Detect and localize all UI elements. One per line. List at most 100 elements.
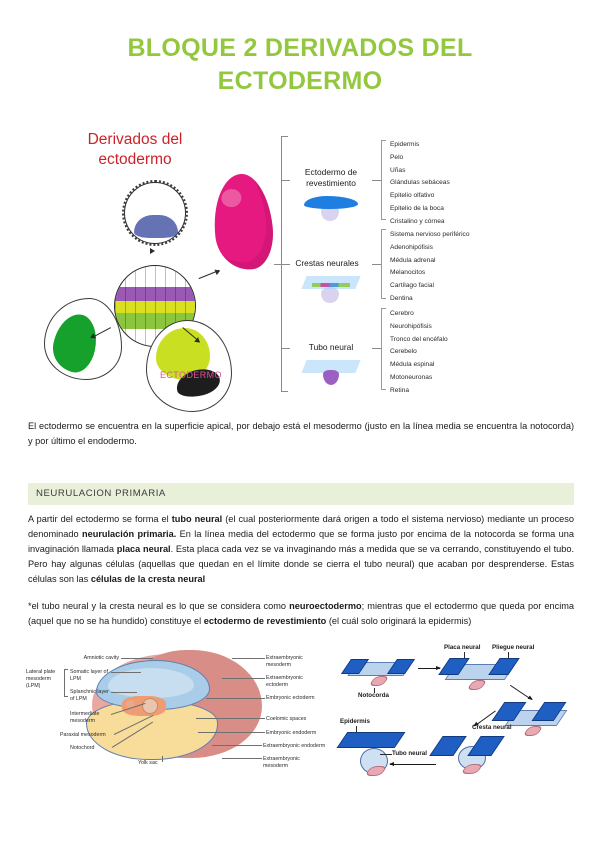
list-item: Glándulas sebáceas — [390, 179, 450, 187]
main-stem — [274, 264, 282, 266]
branch-connector-2 — [372, 264, 381, 266]
branch-stem-2 — [281, 264, 290, 266]
branch-label-tubo-neural: Tubo neural — [308, 342, 354, 352]
stage-crest-forming — [429, 736, 514, 774]
list-item: Adenohipófisis — [390, 243, 433, 251]
leader-line — [111, 672, 141, 673]
derivatives-brace-3 — [381, 308, 386, 390]
arrow-to-ectoderm-icon — [198, 269, 220, 280]
list-item: Cerebro — [390, 310, 414, 317]
leader-line — [121, 658, 153, 659]
label-cresta-neural: Cresta neural — [472, 724, 512, 731]
label-extraembryonic-ectoderm: Extraembryonic ectoderm — [266, 675, 303, 688]
notochord-shape — [368, 676, 390, 686]
branch-label-ectodermo-revestimiento: Ectodermo de revestimiento — [304, 167, 358, 188]
label-amniotic-cavity: Amniotic cavity — [83, 655, 119, 661]
blastocyst-illustration — [122, 180, 188, 246]
label-coelomic-spaces: Coelomic spaces — [266, 716, 307, 722]
label-notochord: Notochord — [70, 745, 95, 751]
label-paraxial-mesoderm: Paraxial mesoderm — [60, 732, 106, 738]
stage-neural-plate — [438, 658, 520, 690]
blob-shape — [321, 205, 339, 221]
notochord-shape — [522, 726, 544, 736]
ectodermo-label: ECTODERMO — [160, 370, 222, 380]
body-paragraph-1: A partir del ectodermo se forma el tubo … — [28, 514, 575, 584]
body-paragraph-2: *el tubo neural y la cresta neural es lo… — [28, 601, 574, 626]
list-item: Cartílago facial — [390, 282, 434, 290]
derivatives-brace-2 — [381, 229, 386, 299]
list-item: Uñas — [390, 166, 406, 174]
list-item: Sistema nervioso periférico — [390, 231, 470, 238]
figure-derivados-del-ectodermo: Derivados del ectodermo ECTODERMO Ectode… — [28, 122, 576, 412]
leader-line — [198, 732, 265, 733]
leader-line — [464, 652, 465, 662]
branch-stem-3 — [281, 348, 290, 350]
list-item: Pelo — [390, 153, 404, 161]
branch-connector-1 — [372, 180, 381, 182]
list-item: Motoneuronas — [390, 373, 433, 381]
list-item: Dentina — [390, 294, 413, 302]
leader-line — [206, 698, 265, 699]
leader-line — [374, 688, 375, 693]
figure-mesoderm-cross-section: Amniotic cavity Lateral plate mesoderm (… — [26, 648, 326, 778]
list-item: Neurohipófisis — [390, 322, 432, 330]
label-embryonic-ectoderm: Embryonic ectoderm — [266, 695, 315, 701]
arrow-left-icon — [389, 761, 436, 766]
label-pliegue-neural: Pliegue neural — [492, 644, 535, 651]
leader-line — [212, 745, 262, 746]
derivatives-list-1: Epidermis Pelo Uñas Glándulas sebáceas E… — [390, 141, 450, 231]
neural-tube-shape — [323, 370, 339, 385]
mesoderm-band — [115, 301, 195, 314]
list-item: Melanocitos — [390, 269, 426, 277]
label-embryonic-endoderm: Embryonic endoderm — [266, 730, 317, 736]
arrow-right-icon — [418, 665, 441, 670]
list-item: Cristalino y córnea — [390, 217, 445, 225]
leader-line — [222, 678, 265, 679]
leader-line — [196, 718, 265, 719]
ectodermo-revestimiento-icon — [304, 192, 358, 221]
leader-line — [356, 726, 357, 734]
branch-label-crestas-neurales: Crestas neurales — [295, 258, 359, 268]
label-intermediate-mesoderm: Intermediate mesoderm — [70, 711, 100, 724]
leader-line — [232, 658, 265, 659]
label-lateral-plate-mesoderm: Lateral plate mesoderm (LPM) — [26, 669, 56, 689]
intro-paragraph: El ectodermo se encuentra en la superfic… — [28, 421, 574, 446]
label-extraembryonic-mesoderm-bottom: Extraembryonic mesoderm — [263, 756, 300, 769]
crest-cells-shape — [312, 283, 350, 287]
label-somatic-layer: Somatic layer of LPM — [70, 669, 108, 682]
ectoderm-band — [115, 286, 195, 302]
notochord-shape — [466, 680, 488, 690]
list-item: Epidermis — [390, 141, 420, 148]
label-notocorda: Notocorda — [358, 692, 389, 699]
lpm-brace — [64, 669, 68, 697]
list-item: Epitelio de la boca — [390, 204, 444, 212]
leader-line — [380, 754, 392, 755]
figure-neurulation-sequence: Notocorda Placa neural Pliegue neural Cr… — [336, 640, 580, 782]
branch-connector-3 — [372, 348, 381, 350]
blastocyst-cells-icon — [122, 180, 188, 246]
derivatives-list-2: Sistema nervioso periférico Adenohipófis… — [390, 231, 470, 309]
branch-stem-1 — [281, 180, 290, 182]
stage-closed-tube — [336, 732, 420, 776]
leader-line — [162, 756, 163, 762]
epidermis-sheet-shape — [336, 732, 406, 748]
list-item: Tronco del encéfalo — [390, 335, 448, 343]
label-placa-neural: Placa neural — [444, 644, 481, 651]
amniotic-cavity-inner — [108, 668, 194, 698]
tubo-neural-icon — [301, 358, 361, 385]
page-title: BLOQUE 2 DERIVADOS DEL ECTODERMO — [127, 34, 473, 95]
list-item: Médula espinal — [390, 361, 435, 369]
label-yolk-sac: Yolk sac — [138, 760, 158, 766]
neural-fold-right-shape — [467, 736, 505, 756]
list-item: Cerebelo — [390, 348, 417, 356]
neural-fold-right-shape — [488, 658, 520, 675]
derivatives-list-3: Cerebro Neurohipófisis Tronco del encéfa… — [390, 310, 448, 400]
list-item: Epitelio olfativo — [390, 192, 435, 200]
section-heading-neurulacion-primaria: NEURULACION PRIMARIA — [28, 483, 574, 505]
derivatives-brace-1 — [381, 140, 386, 220]
notochord-shape — [142, 698, 158, 714]
intermediate-mesoderm-shape — [126, 700, 135, 709]
list-item: Retina — [390, 386, 410, 394]
blue-sheet-shape — [304, 196, 358, 209]
